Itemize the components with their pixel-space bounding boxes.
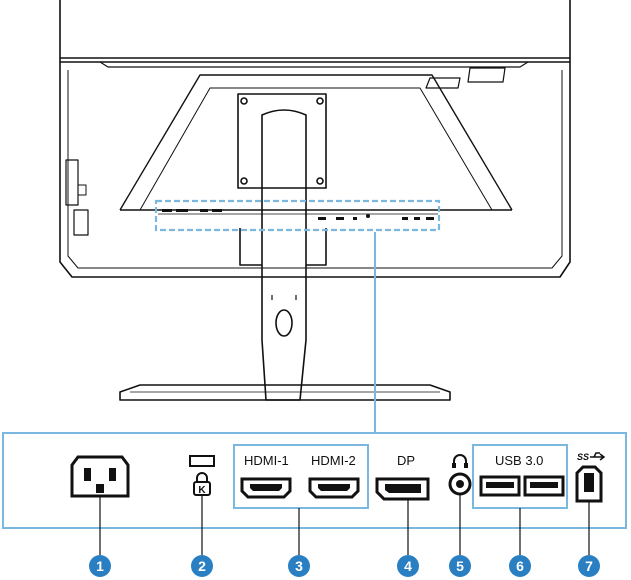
monitor-rear-view [59, 0, 571, 401]
rear-port-icons [162, 209, 434, 220]
kensington-lock-icon: K [189, 455, 215, 496]
svg-text:K: K [198, 485, 206, 496]
callout-number: 2 [191, 555, 213, 577]
headphone-jack-icon [448, 454, 472, 496]
callout-number: 3 [288, 555, 310, 577]
callout-number: 4 [397, 555, 419, 577]
port-highlight-box [154, 199, 441, 232]
ac-power-inlet-icon [70, 455, 130, 498]
usb-a-port-icon [479, 475, 565, 497]
hdmi-port-icon [240, 477, 360, 499]
callout-leader-lines [99, 494, 590, 555]
usb-b-port-icon: SS [575, 452, 606, 503]
callout-number: 7 [578, 555, 600, 577]
hdmi-group-box [233, 444, 369, 509]
callout-number: 6 [509, 555, 531, 577]
svg-text:SS: SS [577, 452, 589, 462]
dp-label: DP [397, 453, 416, 468]
usb-3-label: USB 3.0 [495, 453, 544, 468]
hdmi-2-label: HDMI-2 [311, 453, 356, 468]
hdmi-1-label: HDMI-1 [244, 453, 289, 468]
displayport-icon [375, 477, 430, 501]
callout-number: 1 [89, 555, 111, 577]
port-panel [2, 432, 627, 529]
callout-number: 5 [449, 555, 471, 577]
